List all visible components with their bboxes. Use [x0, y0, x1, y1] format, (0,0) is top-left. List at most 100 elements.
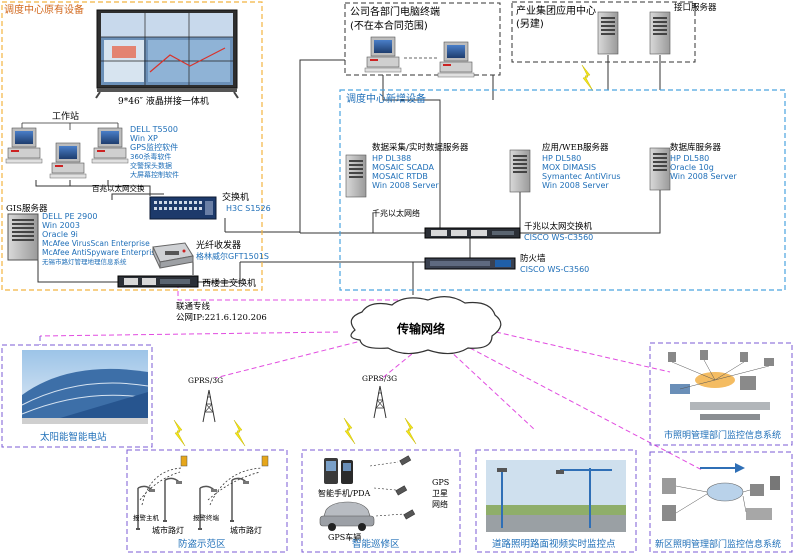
gprs-mid: GPRS/3G — [343, 374, 417, 445]
lightning-mid-1-icon — [343, 417, 356, 445]
svg-text:Oracle 9i: Oracle 9i — [42, 230, 78, 239]
svg-text:交警探头数据: 交警探头数据 — [130, 161, 172, 170]
svg-text:360杀毒软件: 360杀毒软件 — [130, 152, 171, 161]
svg-text:大屏幕控制软件: 大屏幕控制软件 — [130, 170, 179, 179]
video-zone — [475, 449, 637, 553]
lightning-icon — [581, 64, 594, 92]
svg-text:DELL PE 2900: DELL PE 2900 — [42, 212, 97, 221]
cloud-label: 传输网络 — [396, 321, 445, 336]
video-wall — [95, 9, 239, 99]
svg-text:McAfee AntiSpyware Enterprise: McAfee AntiSpyware Enterprise — [42, 248, 160, 257]
gige-switch-label: 千兆以太网交换机 — [524, 221, 593, 232]
public-ip: 公网IP:221.6.120.206 — [176, 313, 267, 323]
antitheft-terminal: 报警终端 — [193, 513, 220, 522]
patrol-car: GPS车辆 — [328, 532, 361, 542]
car-icon — [319, 501, 375, 531]
phone-icon — [324, 458, 353, 484]
patrol-title: 智能巡修区 — [352, 538, 400, 550]
industry-server-label: 接口服务器 — [674, 2, 717, 13]
lamp-3-icon — [197, 485, 218, 531]
svg-text:Win 2008 Server: Win 2008 Server — [542, 181, 609, 190]
gis-label: GIS服务器 — [6, 203, 48, 214]
unicom-label: 联通专线 — [176, 301, 211, 312]
web-server-icon — [509, 149, 531, 193]
svg-text:MOSAIC RTDB: MOSAIC RTDB — [372, 172, 428, 181]
svg-text:Win XP: Win XP — [130, 134, 158, 143]
svg-text:Symantec AntiVirus: Symantec AntiVirus — [542, 172, 621, 181]
new-equipment-title: 调度中心新增设备 — [346, 92, 426, 105]
west-switch — [117, 275, 199, 288]
antitheft-zone — [126, 449, 288, 553]
gige-switch-model: CISCO WS-C3560 — [524, 233, 593, 242]
svg-text:Win 2003: Win 2003 — [42, 221, 80, 230]
lightning-left-2-icon — [233, 419, 246, 447]
gprs-left-label: GPRS/3G — [188, 376, 223, 385]
workstation-3-icon — [91, 127, 129, 164]
firewall-model: CISCO WS-C3560 — [520, 265, 589, 274]
antenna-left-icon — [202, 389, 216, 423]
ws-spec-list: DELL T5500 Win XP GPS监控软件 360杀毒软件 交警探头数据… — [130, 125, 179, 179]
west-switch-label: 西楼主交换机 — [202, 277, 256, 289]
transceiver-label: 光纤收发器 — [196, 239, 241, 251]
gige-network-label: 千兆以太网络 — [372, 208, 420, 218]
city-monitor-zone — [649, 342, 793, 446]
solar-label: 太阳能智能电站 — [40, 431, 107, 443]
antitheft-lamp-1: 城市路灯 — [152, 525, 184, 535]
lightning-mid-2-icon — [404, 417, 417, 445]
antitheft-title: 防盗示范区 — [178, 538, 226, 550]
web-server-title: 应用/WEB服务器 — [542, 142, 609, 153]
data-server-title: 数据采集/实时数据服务器 — [372, 142, 469, 153]
svg-text:HP DL580: HP DL580 — [542, 154, 581, 163]
solar-station — [1, 344, 153, 448]
svg-text:Win 2008 Server: Win 2008 Server — [670, 172, 737, 181]
lamp-2-icon — [162, 477, 183, 523]
gis-spec-list: DELL PE 2900 Win 2003 Oracle 9i McAfee V… — [42, 212, 160, 266]
transceiver-model: 格林威尔GFT1501S — [196, 251, 269, 261]
firewall-label: 防火墙 — [520, 253, 546, 264]
industry-server-1-icon — [597, 11, 619, 55]
lamp-4-icon — [229, 477, 250, 523]
fiber-transceiver — [152, 242, 194, 269]
switch-label: 交换机 — [222, 191, 249, 203]
patrol-phone: 智能手机/PDA — [318, 488, 370, 498]
new-district-title: 新区照明管理部门监控信息系统 — [655, 538, 781, 550]
company-title-2: (不在本合同范围) — [350, 19, 428, 32]
svg-text:无锡市路灯管理地理信息系统: 无锡市路灯管理地理信息系统 — [42, 257, 127, 266]
data-server-icon — [345, 154, 367, 198]
workstation-label: 工作站 — [52, 110, 79, 122]
city-monitor-label: 市照明管理部门监控信息系统 — [664, 429, 781, 441]
display-label: 9*46″ 液晶拼接一体机 — [118, 95, 209, 107]
antenna-mid-icon — [373, 385, 387, 419]
satellite-icons — [395, 455, 416, 520]
gprs-left: GPRS/3G — [173, 376, 246, 447]
svg-text:HP DL580: HP DL580 — [670, 154, 709, 163]
gis-server-icon — [7, 213, 39, 261]
legacy-region: 调度中心原有设备 9*46″ 液晶拼接一体机 工作站 DELL T55 — [1, 1, 271, 291]
company-pc-1-icon — [364, 36, 402, 73]
firewall — [424, 257, 516, 270]
video-title: 道路照明路面视频实时监控点 — [492, 538, 616, 550]
svg-text:MOSAIC SCADA: MOSAIC SCADA — [372, 163, 435, 172]
gprs-mid-label: GPRS/3G — [362, 374, 397, 383]
legacy-title: 调度中心原有设备 — [4, 3, 84, 16]
patrol-gps-1: GPS — [432, 478, 449, 487]
svg-text:Win 2008 Server: Win 2008 Server — [372, 181, 439, 190]
svg-text:GPS监控软件: GPS监控软件 — [130, 142, 178, 152]
transmission-cloud — [350, 296, 502, 355]
switch-model: H3C S1526 — [226, 204, 271, 213]
gigabit-label: 百兆以太网交换 — [92, 183, 145, 193]
svg-text:MOX DIMASIS: MOX DIMASIS — [542, 163, 596, 172]
industry-center: 产业集团应用中心 (另建) 接口服务器 — [511, 1, 717, 63]
svg-text:HP DL388: HP DL388 — [372, 154, 411, 163]
antitheft-lamp-2: 城市路灯 — [230, 525, 262, 535]
company-terminals: 公司各部门电脑终端 (不在本合同范围) — [344, 2, 501, 78]
industry-title-2: (另建) — [516, 17, 544, 30]
new-district-zone — [649, 451, 793, 553]
company-title-1: 公司各部门电脑终端 — [350, 5, 440, 18]
svg-text:DELL T5500: DELL T5500 — [130, 125, 178, 134]
industry-server-2-icon — [649, 11, 671, 55]
workstation-2-icon — [49, 142, 87, 179]
patrol-zone — [301, 449, 461, 553]
workstation-1-icon — [5, 127, 43, 164]
